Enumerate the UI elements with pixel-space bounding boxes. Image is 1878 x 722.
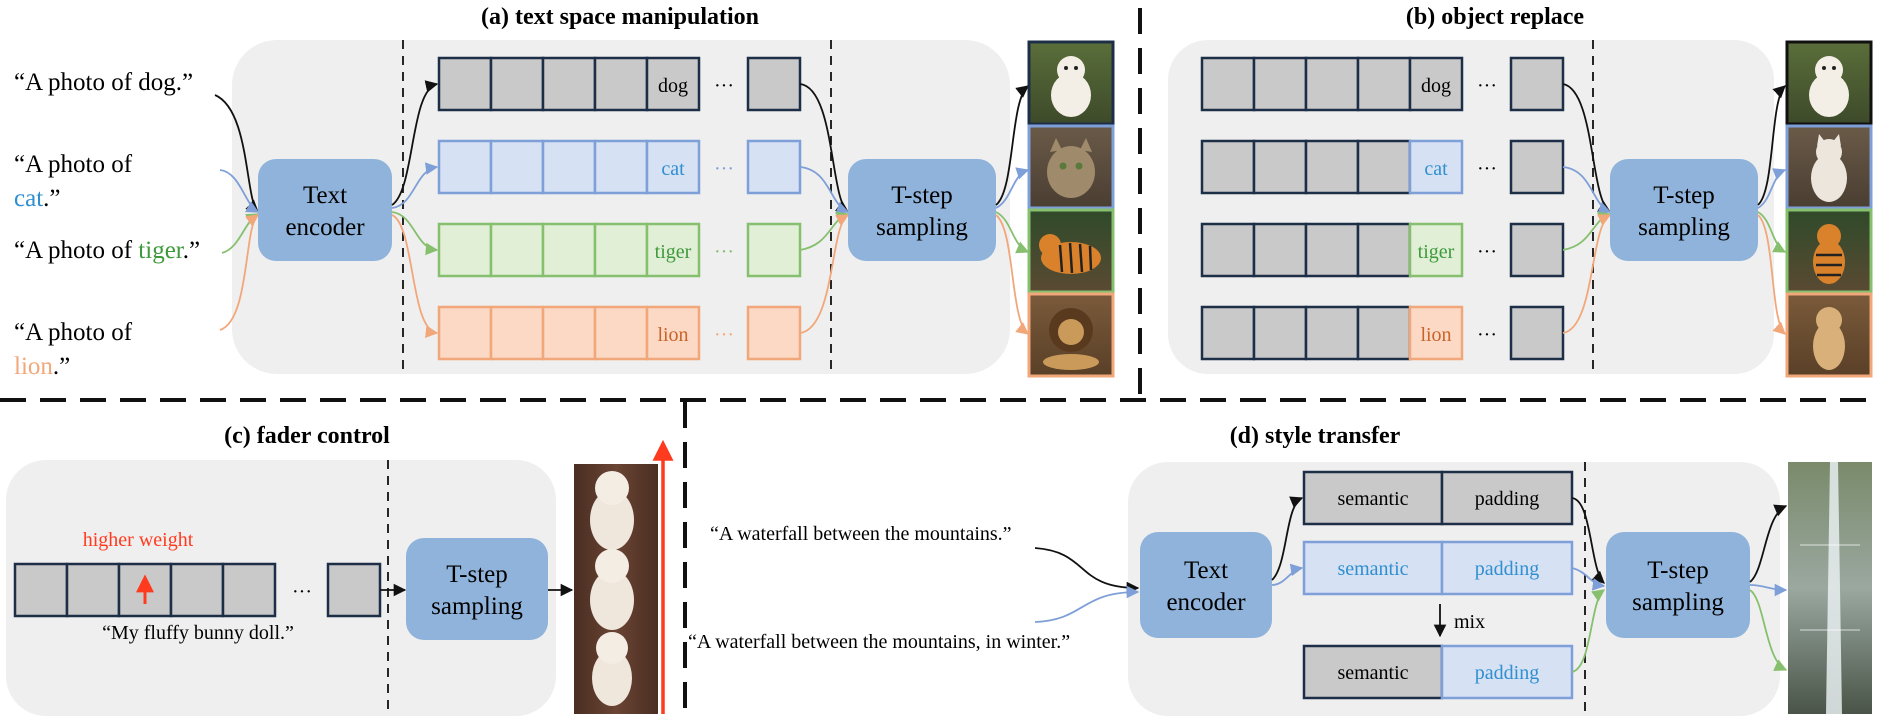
- panel-c: (c) fader control higher weight ··· “My …: [6, 423, 674, 716]
- prompt-tiger-pre: “A photo of: [14, 237, 138, 264]
- token-cat-a: cat: [661, 158, 685, 180]
- panel-separators: [0, 8, 1878, 722]
- prompt-lion-end: .”: [53, 353, 70, 380]
- encoder-a-line1: Text: [303, 182, 347, 209]
- embedding-row-3: semantic padding: [1302, 644, 1574, 700]
- t-step-sampling-d: [1606, 532, 1750, 638]
- token-row-c: ···: [13, 562, 382, 618]
- t-step-sampling-c: [406, 538, 548, 640]
- panel-d: (d) style transfer “A waterfall between …: [688, 423, 1872, 716]
- prompt-tiger: “A photo of tiger.”: [14, 237, 200, 264]
- token-dog-a: dog: [658, 75, 688, 97]
- prompt-cat-end: .”: [43, 185, 60, 212]
- embedding-row-1: semantic padding: [1302, 470, 1574, 526]
- semantic-3: semantic: [1337, 662, 1408, 684]
- image-strip-waterfall: [1788, 462, 1872, 714]
- token-row-lion-a: lion ···: [437, 305, 802, 361]
- prompt-tiger-end: .”: [183, 237, 200, 264]
- ellipsis-tiger-a: ···: [714, 241, 734, 263]
- prompt-dog: “A photo of dog.”: [14, 69, 193, 96]
- sampler-d-line1: T-step: [1647, 557, 1709, 584]
- semantic-1: semantic: [1337, 488, 1408, 510]
- prompt-tiger-word: tiger: [138, 237, 184, 264]
- token-lion-b: lion: [1420, 324, 1451, 346]
- prompt-lion-line1: “A photo of: [14, 319, 133, 346]
- sampler-b-line2: sampling: [1638, 214, 1730, 241]
- ellipsis-c: ···: [292, 581, 312, 603]
- t-step-sampling-b: [1610, 159, 1758, 261]
- prompt-waterfall-1: “A waterfall between the mountains.”: [710, 523, 1012, 545]
- token-lion-a: lion: [657, 324, 688, 346]
- prompt-cat-word: cat: [14, 185, 43, 212]
- image-lion-b: [1785, 292, 1873, 378]
- prompt-waterfall-2: “A waterfall between the mountains, in w…: [688, 631, 1070, 653]
- prompt-cat-line1: “A photo of: [14, 151, 133, 178]
- panel-c-title: (c) fader control: [224, 423, 390, 449]
- image-cat-b: [1785, 124, 1873, 210]
- sampler-c-line2: sampling: [431, 593, 523, 620]
- text-encoder-a: [258, 159, 392, 261]
- sampler-b-line1: T-step: [1653, 182, 1715, 209]
- ellipsis-cat-a: ···: [714, 158, 734, 180]
- prompt-cat-line2: cat.”: [14, 185, 61, 212]
- token-dog-b: dog: [1421, 75, 1451, 97]
- token-row-cat-b: cat ···: [1200, 139, 1565, 195]
- padding-2: padding: [1475, 558, 1539, 580]
- panel-a-background: [232, 40, 1010, 374]
- ellipsis-lion-a: ···: [714, 324, 734, 346]
- mix-label: mix: [1454, 611, 1485, 633]
- panel-c-background: [6, 460, 556, 716]
- padding-1: padding: [1475, 488, 1539, 510]
- sampler-c-line1: T-step: [446, 561, 508, 588]
- token-tiger-b: tiger: [1418, 241, 1455, 263]
- image-dog-a: [1027, 40, 1115, 126]
- prompt-lion-line2: lion.”: [14, 353, 70, 380]
- token-cat-b: cat: [1424, 158, 1448, 180]
- token-row-lion-b: lion ···: [1200, 305, 1565, 361]
- panel-a: (a) text space manipulation “A photo of …: [14, 4, 1115, 380]
- image-strip-bunny: [574, 464, 658, 714]
- sampler-a-line1: T-step: [891, 182, 953, 209]
- sampler-d-line2: sampling: [1632, 589, 1724, 616]
- ellipsis-lion-b: ···: [1477, 324, 1497, 346]
- text-encoder-d: [1140, 532, 1272, 638]
- padding-3: padding: [1475, 662, 1539, 684]
- t-step-sampling-a: [848, 159, 996, 261]
- image-cat-a: [1027, 124, 1115, 210]
- prompt-lion-word: lion: [14, 353, 53, 380]
- ellipsis-dog-b: ···: [1477, 75, 1497, 97]
- panel-a-title: (a) text space manipulation: [481, 4, 759, 30]
- panel-b-background: [1168, 40, 1774, 374]
- weight-label: higher weight: [83, 529, 194, 551]
- sampler-a-line2: sampling: [876, 214, 968, 241]
- image-tiger-b: [1785, 208, 1873, 294]
- panel-b-title: (b) object replace: [1406, 4, 1585, 30]
- token-row-tiger-a: tiger ···: [437, 222, 802, 278]
- image-dog-b: [1785, 40, 1873, 126]
- ellipsis-cat-b: ···: [1477, 158, 1497, 180]
- token-row-cat-a: cat ···: [437, 139, 802, 195]
- semantic-2: semantic: [1337, 558, 1408, 580]
- prompt-bunny: “My fluffy bunny doll.”: [102, 622, 294, 644]
- ellipsis-dog-a: ···: [714, 75, 734, 97]
- ellipsis-tiger-b: ···: [1477, 241, 1497, 263]
- embedding-row-2: semantic padding: [1302, 540, 1574, 596]
- token-row-dog-a: dog ···: [437, 56, 802, 112]
- image-tiger-a: [1027, 208, 1115, 294]
- panel-b: (b) object replace dog ··· cat ···: [1168, 4, 1873, 378]
- panel-d-title: (d) style transfer: [1230, 423, 1401, 449]
- token-row-tiger-b: tiger ···: [1200, 222, 1565, 278]
- token-row-dog-b: dog ···: [1200, 56, 1565, 112]
- encoder-a-line2: encoder: [285, 214, 365, 241]
- encoder-d-line2: encoder: [1166, 589, 1246, 616]
- token-tiger-a: tiger: [655, 241, 692, 263]
- encoder-d-line1: Text: [1184, 557, 1228, 584]
- image-lion-a: [1027, 292, 1115, 378]
